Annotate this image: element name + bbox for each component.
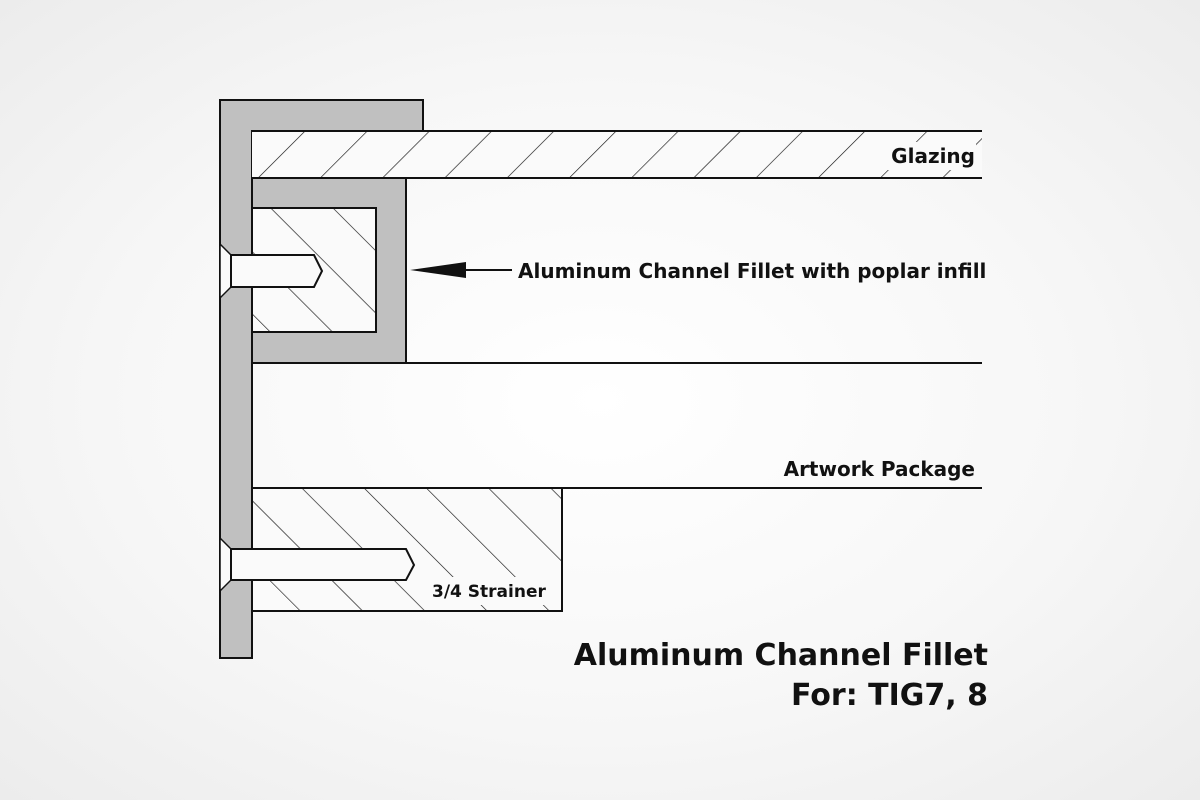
diagram-subtitle: For: TIG7, 8 (791, 678, 988, 713)
lower-screw-icon (219, 536, 416, 593)
strainer-label: 3/4 Strainer (432, 582, 546, 602)
artwork-package-label: Artwork Package (784, 457, 975, 481)
diagram-title: Aluminum Channel Fillet (574, 638, 988, 673)
glazing-layer (252, 130, 982, 179)
glazing-label: Glazing (891, 144, 975, 168)
upper-screw-icon (219, 242, 324, 300)
arrow-icon (410, 262, 512, 278)
channel-fillet-label: Aluminum Channel Fillet with poplar infi… (518, 259, 986, 283)
